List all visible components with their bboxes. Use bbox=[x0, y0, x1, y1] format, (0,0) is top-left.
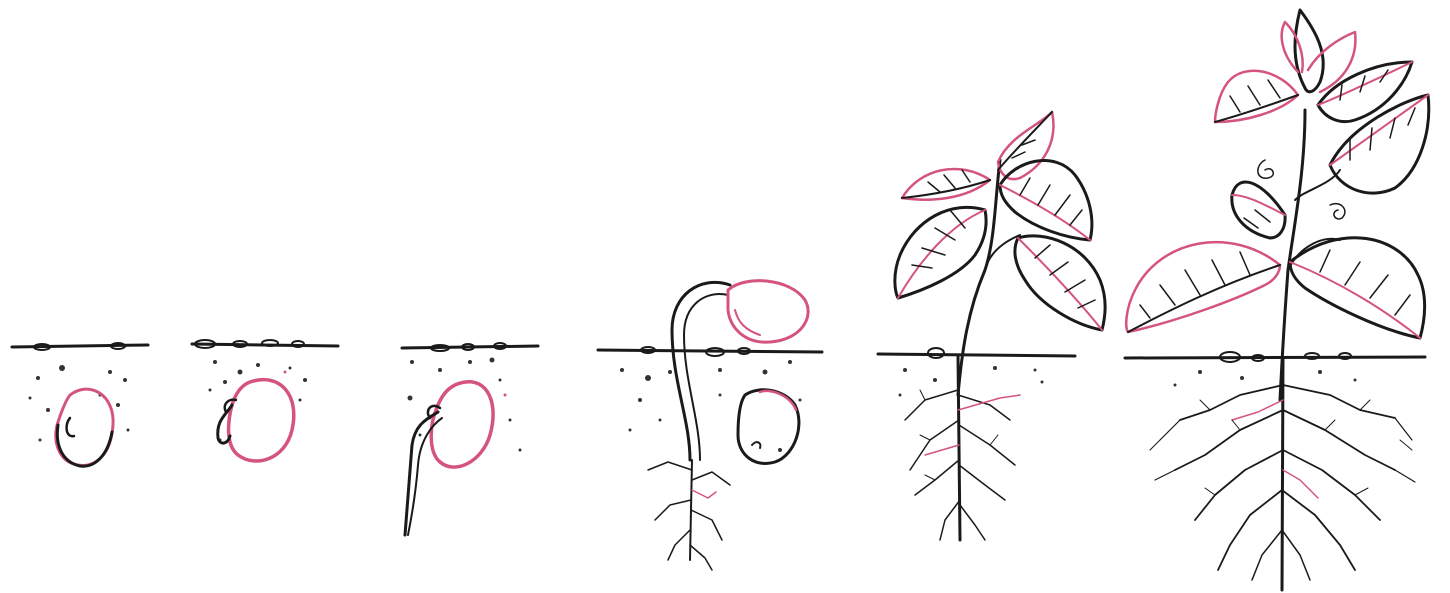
roots-5 bbox=[905, 355, 1020, 540]
soil-dots-1 bbox=[29, 365, 130, 442]
soil-line-5 bbox=[878, 354, 1075, 356]
leaf-mid-left-6 bbox=[1232, 182, 1285, 238]
soil-line-3 bbox=[402, 346, 538, 348]
stage-5-young-plant bbox=[878, 112, 1105, 540]
stem-5 bbox=[958, 160, 1020, 395]
soil-line-4 bbox=[598, 350, 822, 352]
cotyledon-soil-4 bbox=[738, 390, 799, 464]
soil-line-6 bbox=[1125, 357, 1425, 358]
cotyledon-top-4 bbox=[728, 281, 808, 342]
leaf-left-5 bbox=[895, 207, 986, 298]
leaf-upper-right-6 bbox=[1318, 62, 1412, 122]
stage-2-seed-radicle bbox=[192, 340, 338, 461]
stage-6-mature-plant bbox=[1125, 10, 1429, 590]
stage-1-seed bbox=[12, 343, 148, 466]
roots-4 bbox=[648, 460, 730, 570]
stage-4-seedling bbox=[598, 281, 822, 570]
leaf-topleft-5 bbox=[902, 169, 990, 200]
soil-dots-5 bbox=[899, 366, 1044, 397]
leaf-right-upper-5 bbox=[1000, 161, 1092, 240]
leaf-right-lower-5 bbox=[1015, 236, 1105, 330]
bean-seed-1 bbox=[56, 389, 113, 466]
leaf-bottom-right-6 bbox=[1290, 238, 1425, 338]
bean-seed-2 bbox=[218, 380, 294, 461]
leaf-bottom-left-6 bbox=[1126, 242, 1280, 332]
leaf-mid-right-6 bbox=[1330, 95, 1429, 193]
stage-3-seed-root bbox=[402, 343, 538, 535]
leaf-upper-left-6 bbox=[1215, 71, 1298, 122]
bean-seed-3 bbox=[405, 382, 493, 535]
soil-line-1 bbox=[12, 345, 148, 347]
soil-dots-6 bbox=[1174, 370, 1357, 387]
leaf-top-5 bbox=[998, 112, 1053, 179]
roots-6 bbox=[1150, 358, 1415, 590]
soil-dots-4 bbox=[620, 360, 802, 432]
